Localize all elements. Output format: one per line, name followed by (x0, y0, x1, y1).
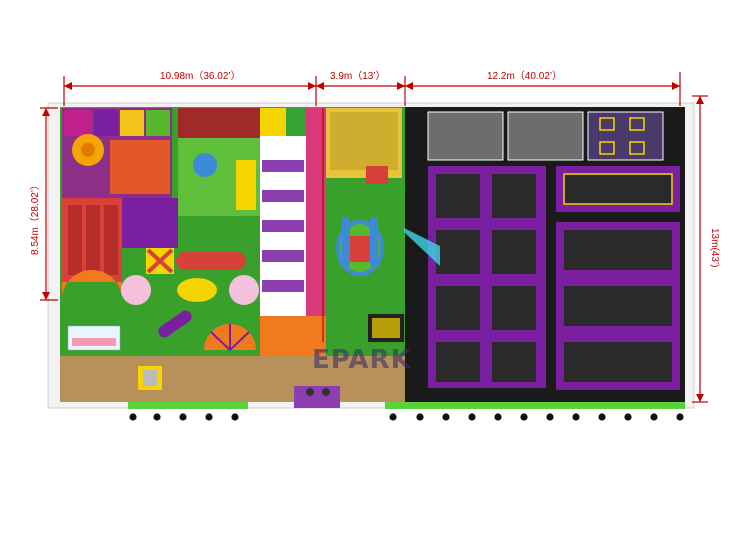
dimension-lines (40, 72, 708, 403)
foam-pit-2 (507, 111, 584, 161)
column-dot (153, 413, 161, 421)
column-dot (520, 413, 528, 421)
dim-label-top-left: 10.98m（36.02’） (160, 70, 241, 82)
column-dot (389, 413, 397, 421)
column-dot (598, 413, 606, 421)
column-dot (546, 413, 554, 421)
dim-label-right: 13m(43’) (709, 228, 720, 267)
column-dot (494, 413, 502, 421)
entrance-desk (294, 386, 340, 408)
soft-play-area (60, 107, 405, 408)
dim-label-top-middle: 3.9m（13’） (330, 70, 386, 82)
column-dot (231, 413, 239, 421)
spinner-right (229, 275, 259, 305)
column-dot (442, 413, 450, 421)
column-dots (129, 413, 684, 421)
wood-floor (60, 356, 405, 402)
column-dot (572, 413, 580, 421)
foam-pit-1 (427, 111, 504, 161)
column-dot (650, 413, 658, 421)
light-beam (404, 228, 440, 266)
column-dot (129, 413, 137, 421)
bottom-strip (128, 402, 685, 409)
dim-label-top-right: 12.2m（40.02’） (487, 70, 562, 82)
trampoline-area (404, 107, 685, 402)
column-dot (416, 413, 424, 421)
column-dot (624, 413, 632, 421)
column-dot (468, 413, 476, 421)
ball-pit (193, 153, 217, 177)
column-dot (179, 413, 187, 421)
logo-watermark: EPARK (312, 345, 412, 375)
dimension-arrows (42, 82, 704, 402)
dim-label-left: 8.54m（28.02’） (29, 180, 41, 255)
column-dot (205, 413, 213, 421)
spinner-left (121, 275, 151, 305)
red-tube-slide (176, 252, 246, 270)
column-dot (676, 413, 684, 421)
